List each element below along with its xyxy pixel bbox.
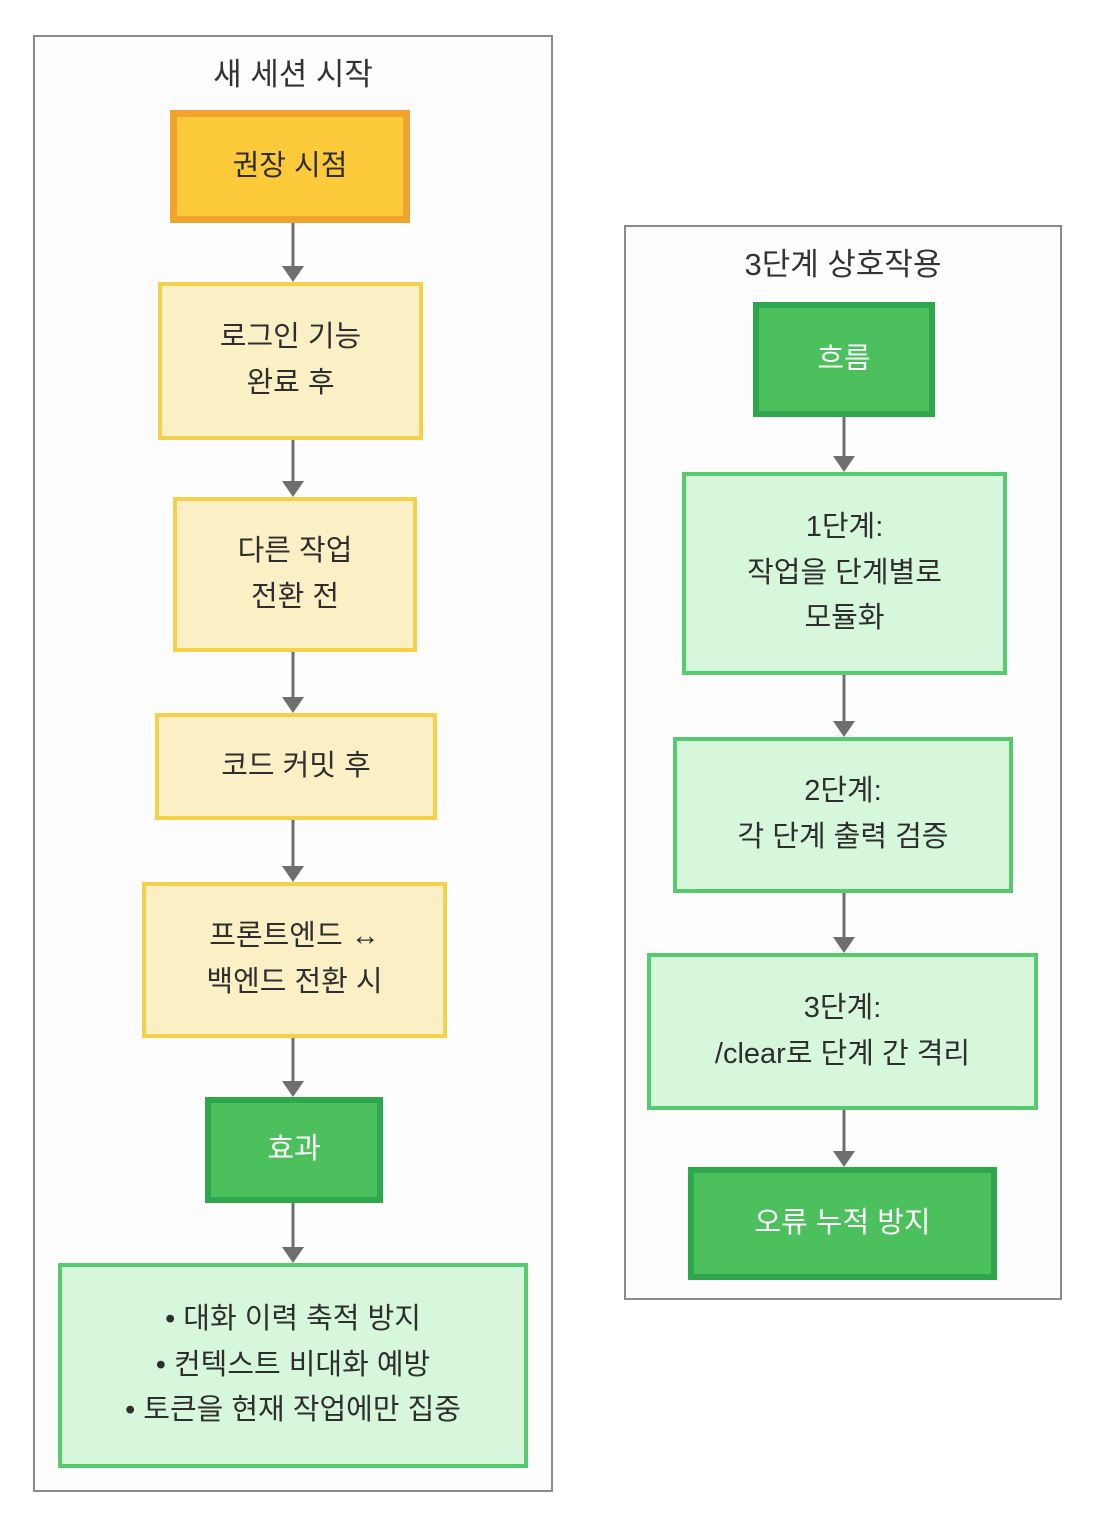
subgraph-new-session-title: 새 세션 시작 bbox=[213, 57, 373, 92]
arrow-down-icon bbox=[833, 1110, 855, 1167]
node-prevent-error-accumulation: 오류 누적 방지 bbox=[688, 1167, 997, 1280]
node-before-task-switch: 다른 작업 전환 전 bbox=[173, 497, 417, 652]
node-effect-benefits-list: • 대화 이력 축적 방지 • 컨텍스트 비대화 예방 • 토큰을 현재 작업에… bbox=[58, 1263, 528, 1468]
node-step2-verify-output: 2단계: 각 단계 출력 검증 bbox=[673, 737, 1013, 893]
node-flow: 흐름 bbox=[753, 302, 935, 417]
arrow-down-icon bbox=[282, 1203, 304, 1263]
arrow-down-icon bbox=[282, 1038, 304, 1097]
arrow-down-icon bbox=[282, 223, 304, 282]
arrow-down-icon bbox=[282, 652, 304, 713]
node-frontend-backend-switch: 프론트엔드 ↔ 백엔드 전환 시 bbox=[142, 882, 447, 1038]
subgraph-three-step-title: 3단계 상호작용 bbox=[744, 247, 942, 282]
node-after-code-commit: 코드 커밋 후 bbox=[155, 713, 437, 820]
node-effect: 효과 bbox=[205, 1097, 383, 1203]
arrow-down-icon bbox=[282, 440, 304, 497]
node-after-login-complete: 로그인 기능 완료 후 bbox=[158, 282, 423, 440]
arrow-down-icon bbox=[833, 893, 855, 953]
node-recommended-timing: 권장 시점 bbox=[170, 110, 410, 223]
arrow-down-icon bbox=[282, 820, 304, 882]
arrow-down-icon bbox=[833, 417, 855, 472]
node-step3-clear-isolation: 3단계: /clear로 단계 간 격리 bbox=[647, 953, 1038, 1110]
arrow-down-icon bbox=[833, 675, 855, 737]
node-step1-modularize: 1단계: 작업을 단계별로 모듈화 bbox=[682, 472, 1007, 675]
